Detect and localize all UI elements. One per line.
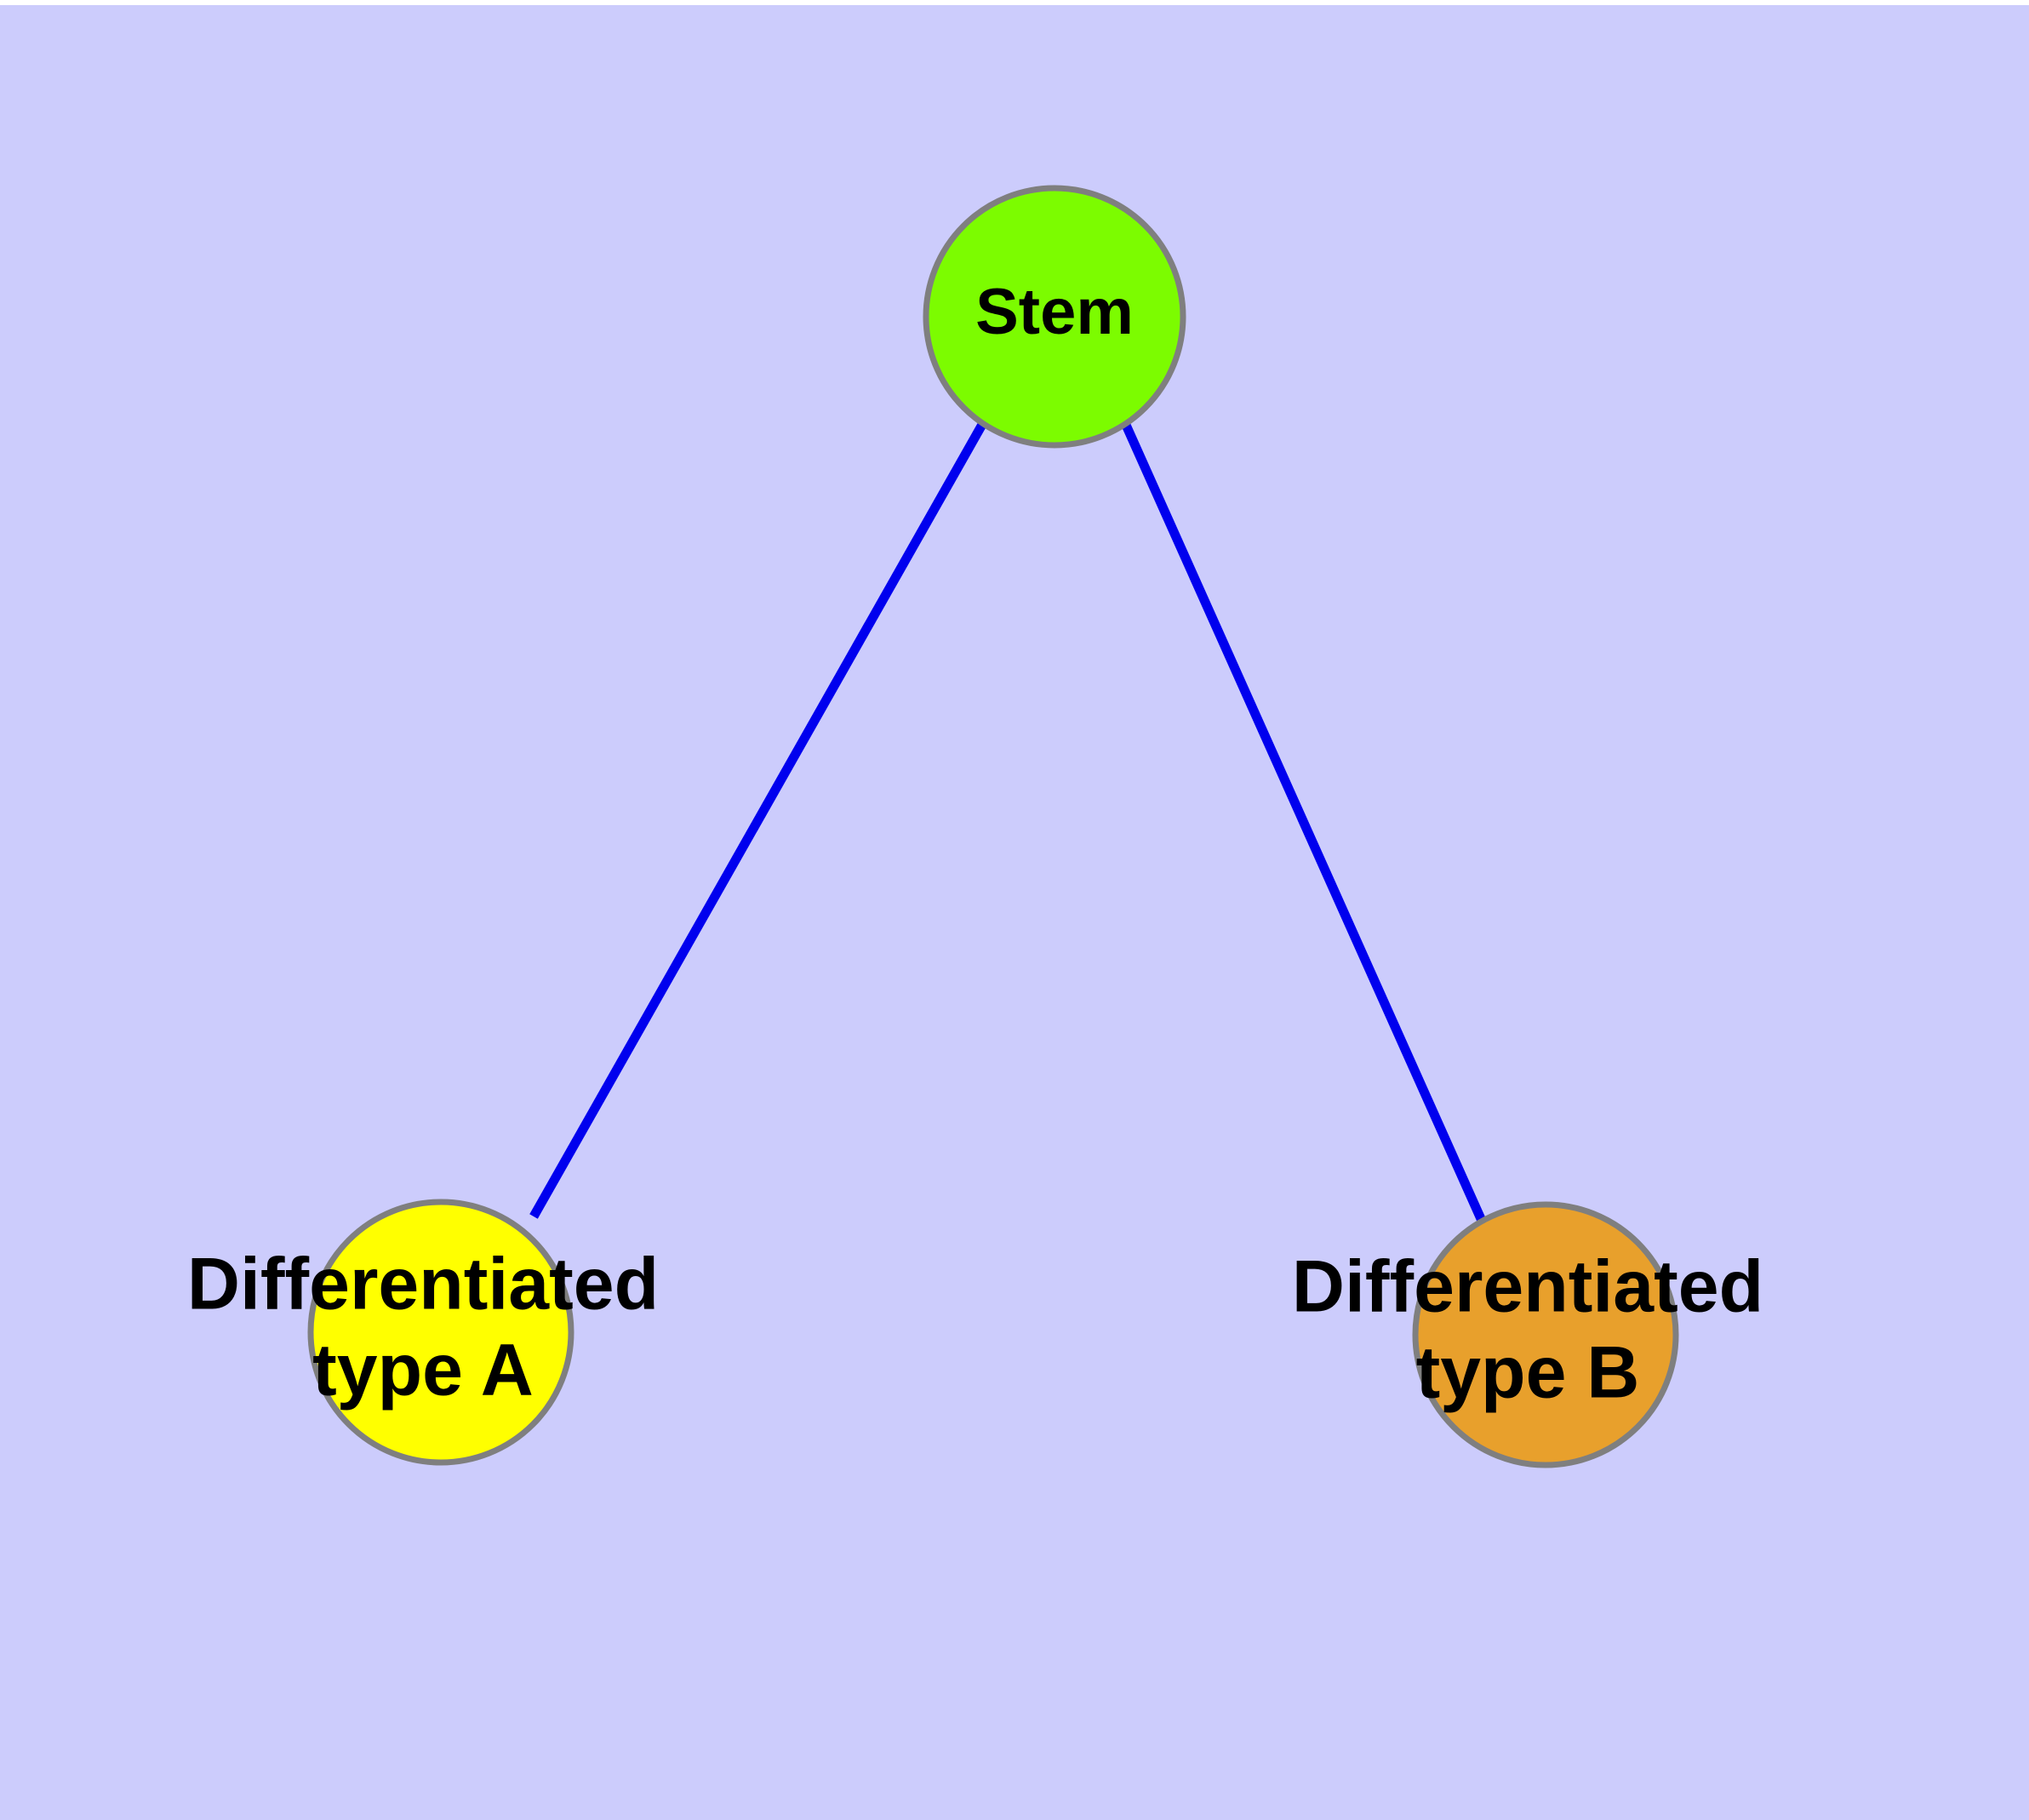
node-circle-diff-b[interactable]: [1412, 1201, 1679, 1468]
node-label-line: type A: [312, 1329, 534, 1411]
node-label-line: Stem: [975, 276, 1134, 348]
node-label-line: Differentiated: [187, 1243, 659, 1325]
node-label-stem: Stem: [975, 276, 1134, 348]
node-label-line: Differentiated: [1292, 1245, 1763, 1327]
node-circle-diff-a[interactable]: [307, 1199, 574, 1466]
node-circle-stem[interactable]: [923, 185, 1186, 449]
nodes-layer: [307, 185, 1679, 1468]
edges-layer: [529, 421, 1487, 1223]
edge-stem-to-diff-a: [529, 421, 987, 1219]
node-label-line: type B: [1416, 1331, 1640, 1413]
edge-stem-to-diff-b: [1120, 421, 1487, 1223]
